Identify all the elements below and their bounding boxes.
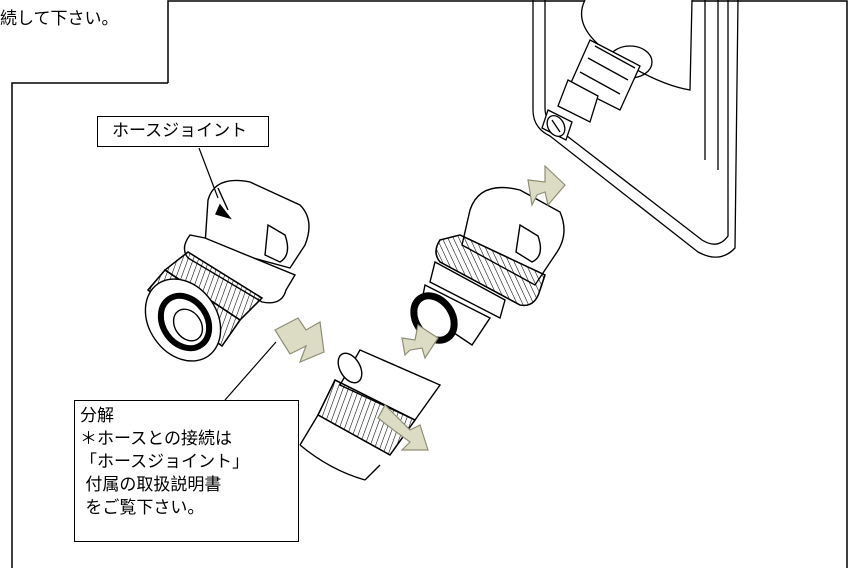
- disassembly-line: ＊ホースとの接続は: [80, 429, 232, 449]
- connector-part: [410, 186, 565, 346]
- arrow-up-large: [527, 164, 566, 207]
- header-text: 続して下さい。: [0, 9, 119, 29]
- disassembly-line: 「ホースジョイント」: [80, 452, 250, 472]
- hose-joint-label: ホースジョイント: [112, 121, 248, 141]
- outer-frame: [11, 0, 848, 568]
- hose-joint-part: [144, 179, 310, 362]
- hose-joint-callout: ホースジョイント: [97, 116, 269, 147]
- disassembly-line: 付属の取扱説明書: [80, 475, 222, 495]
- arrow-curved: [377, 404, 429, 451]
- leader-disassembly: [224, 341, 277, 401]
- disassembly-callout: 分解 ＊ホースとの接続は 「ホースジョイント」 付属の取扱説明書 をご覧下さい。: [74, 400, 299, 542]
- leader-hose-joint: [198, 147, 219, 199]
- arrow-up-small: [401, 324, 439, 360]
- arrows: [274, 164, 566, 451]
- hose-nut-part: [299, 349, 442, 481]
- disassembly-line: をご覧下さい。: [80, 498, 205, 518]
- arrow-right: [274, 317, 325, 364]
- disassembly-title: 分解: [80, 406, 114, 426]
- faucet-body: [532, 0, 739, 258]
